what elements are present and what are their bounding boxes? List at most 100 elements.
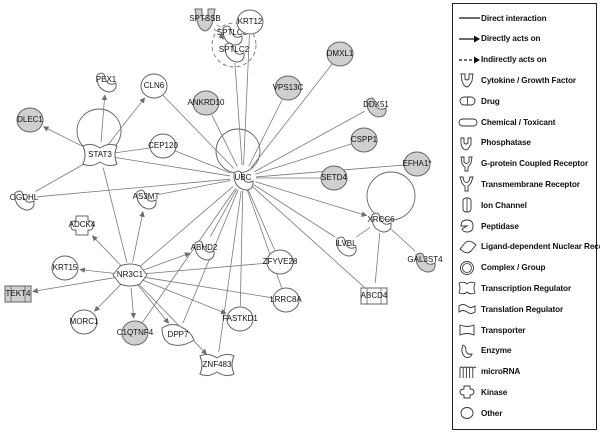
microrna-icon	[459, 366, 477, 378]
node-lrrc8a[interactable]: LRRC8A	[270, 287, 302, 313]
edge-ubc-zfyve28	[247, 189, 276, 251]
legend-label-gpcr: G-protein Coupled Receptor	[481, 159, 589, 169]
enzyme-icon	[461, 344, 473, 358]
node-dlec1[interactable]: DLEC1	[16, 107, 44, 133]
legend-item-other: Other	[457, 405, 594, 421]
node-label-ilvbl: ILVBL	[335, 239, 357, 248]
node-label-zfyve28: ZFYVE28	[263, 257, 298, 266]
edge-ubc-sptlc2	[234, 62, 243, 166]
transcription-icon	[458, 282, 476, 295]
node-label-cep120: CEP120	[148, 141, 178, 150]
node-as3mt[interactable]: AS3MT	[133, 189, 160, 210]
edge-stat3-dlec1	[42, 126, 89, 150]
node-dpp7[interactable]: DPP7	[161, 324, 195, 346]
edge-sptssb-sptlc2	[213, 28, 225, 40]
node-znf483[interactable]: ZNF483	[199, 353, 235, 377]
node-abcd4[interactable]: ABCD4	[360, 287, 388, 305]
node-vps13c[interactable]: VPS13C	[273, 75, 304, 101]
node-label-cln6: CLN6	[144, 81, 165, 90]
node-efha1[interactable]: EFHA1*	[403, 151, 432, 177]
node-zfyve28[interactable]: ZFYVE28	[263, 249, 298, 275]
node-label-lrrc8a: LRRC8A	[270, 295, 302, 304]
edge-ubc-nr3c1	[139, 186, 234, 267]
legend-label-ligand-nuclear: Ligand-dependent Nuclear Receptor	[481, 242, 600, 252]
node-ddx51[interactable]: DDX51	[363, 97, 389, 118]
legend-item-direct-interaction: Direct interaction	[457, 10, 594, 26]
edge-ubc-as3mt	[158, 180, 231, 195]
node-krt15[interactable]: KRT15	[51, 255, 79, 281]
edge-nr3c1-abhd2	[142, 252, 191, 271]
node-cep120[interactable]: CEP120	[148, 133, 178, 159]
legend-item-indirectly-acts-on: Indirectly acts on	[457, 52, 594, 68]
node-label-sptlc3: SPTLC3	[217, 28, 248, 37]
node-setd4[interactable]: SETD4	[320, 165, 348, 191]
indirectly-acts-on-icon	[459, 56, 480, 64]
node-ogdhl[interactable]: OGDHL	[10, 190, 39, 211]
node-label-dpp7: DPP7	[168, 330, 189, 339]
node-label-krt12: KRT12	[238, 17, 263, 26]
node-stat3[interactable]: STAT3	[82, 143, 118, 167]
edge-nr3c1-dpp7	[137, 284, 169, 324]
edge-ubc-dmxl1	[250, 63, 333, 169]
legend-item-peptidase: Peptidase	[457, 218, 594, 234]
node-xrcc6[interactable]: XRCC6	[367, 212, 395, 233]
complex-icon	[460, 260, 474, 275]
transmembrane-icon	[459, 176, 474, 192]
chemical-icon	[458, 118, 478, 127]
node-tekt4[interactable]: TEKT4	[4, 285, 32, 303]
node-label-tekt4: TEKT4	[6, 289, 31, 298]
translation-icon	[458, 304, 476, 315]
legend-item-chemical: Chemical / Toxicant	[457, 114, 594, 130]
node-adck4[interactable]: ADCK4	[69, 215, 96, 236]
edge-stat3-nr3c1	[102, 167, 128, 263]
node-label-dlec1: DLEC1	[17, 115, 43, 124]
legend-label-transcription: Transcription Regulator	[481, 283, 572, 293]
node-krt12[interactable]: KRT12	[236, 9, 264, 35]
edge-ubc-krt12	[243, 34, 250, 166]
edge-ubc-cln6	[162, 95, 235, 169]
edge-nr3c1-c1qtnf4	[130, 287, 137, 319]
node-cspp1[interactable]: CSPP1	[350, 127, 378, 153]
node-gal3st4[interactable]: GAL3ST4	[407, 252, 443, 273]
peptidase-icon	[460, 219, 474, 233]
node-nr3c1[interactable]: NR3C1	[112, 263, 148, 287]
node-sptlc3[interactable]: SPTLC3	[217, 25, 248, 46]
legend-label-peptidase: Peptidase	[481, 221, 519, 231]
edge-stat3-pex1	[100, 94, 108, 143]
transporter-icon	[459, 324, 475, 336]
legend-item-transcription: Transcription Regulator	[457, 280, 594, 296]
node-label-xrcc6: XRCC6	[367, 215, 395, 224]
node-dmxl1[interactable]: DMXL1	[326, 41, 354, 67]
node-fastkd1[interactable]: FASTKD1	[222, 306, 258, 332]
legend-item-enzyme: Enzyme	[457, 343, 594, 359]
node-ankrd10[interactable]: ANKRD10	[188, 90, 225, 116]
legend-label-transporter: Transporter	[481, 325, 526, 335]
edge-ubc-ddx51	[254, 110, 365, 173]
node-pex1[interactable]: PEX1	[96, 72, 117, 93]
node-ilvbl[interactable]: ILVBL	[335, 236, 357, 257]
edge-ubc-fastkd1	[239, 190, 244, 307]
legend-label-indirectly-acts-on: Indirectly acts on	[481, 55, 547, 65]
edge-xrcc6-ilvbl	[356, 227, 371, 237]
legend-label-other: Other	[481, 408, 503, 418]
node-sptlc2[interactable]: SPTLC2	[219, 42, 250, 63]
edge-nr3c1-as3mt	[132, 211, 145, 263]
legend-label-transmembrane: Transmembrane Receptor	[481, 179, 580, 189]
node-cln6[interactable]: CLN6	[140, 73, 168, 99]
legend-label-phosphatase: Phosphatase	[481, 138, 531, 148]
node-morc1[interactable]: MORC1	[70, 309, 99, 335]
legend-label-complex: Complex / Group	[481, 263, 546, 273]
direct-interaction-icon	[459, 17, 480, 19]
node-label-abhd2: ABHD2	[191, 243, 218, 252]
node-ubc[interactable]: UBC	[233, 170, 254, 191]
node-label-sptlc2: SPTLC2	[219, 45, 250, 54]
legend-item-microrna: microRNA	[457, 364, 594, 380]
edge-stat3-ogdhl	[35, 161, 89, 192]
edge-nr3c1-zfyve28	[142, 262, 268, 275]
ion-channel-icon	[462, 197, 472, 213]
node-sptssb[interactable]: SPTSSB	[189, 8, 221, 32]
node-abhd2[interactable]: ABHD2	[191, 240, 218, 261]
node-c1qtnf4[interactable]: C1QTNF4	[117, 320, 154, 346]
